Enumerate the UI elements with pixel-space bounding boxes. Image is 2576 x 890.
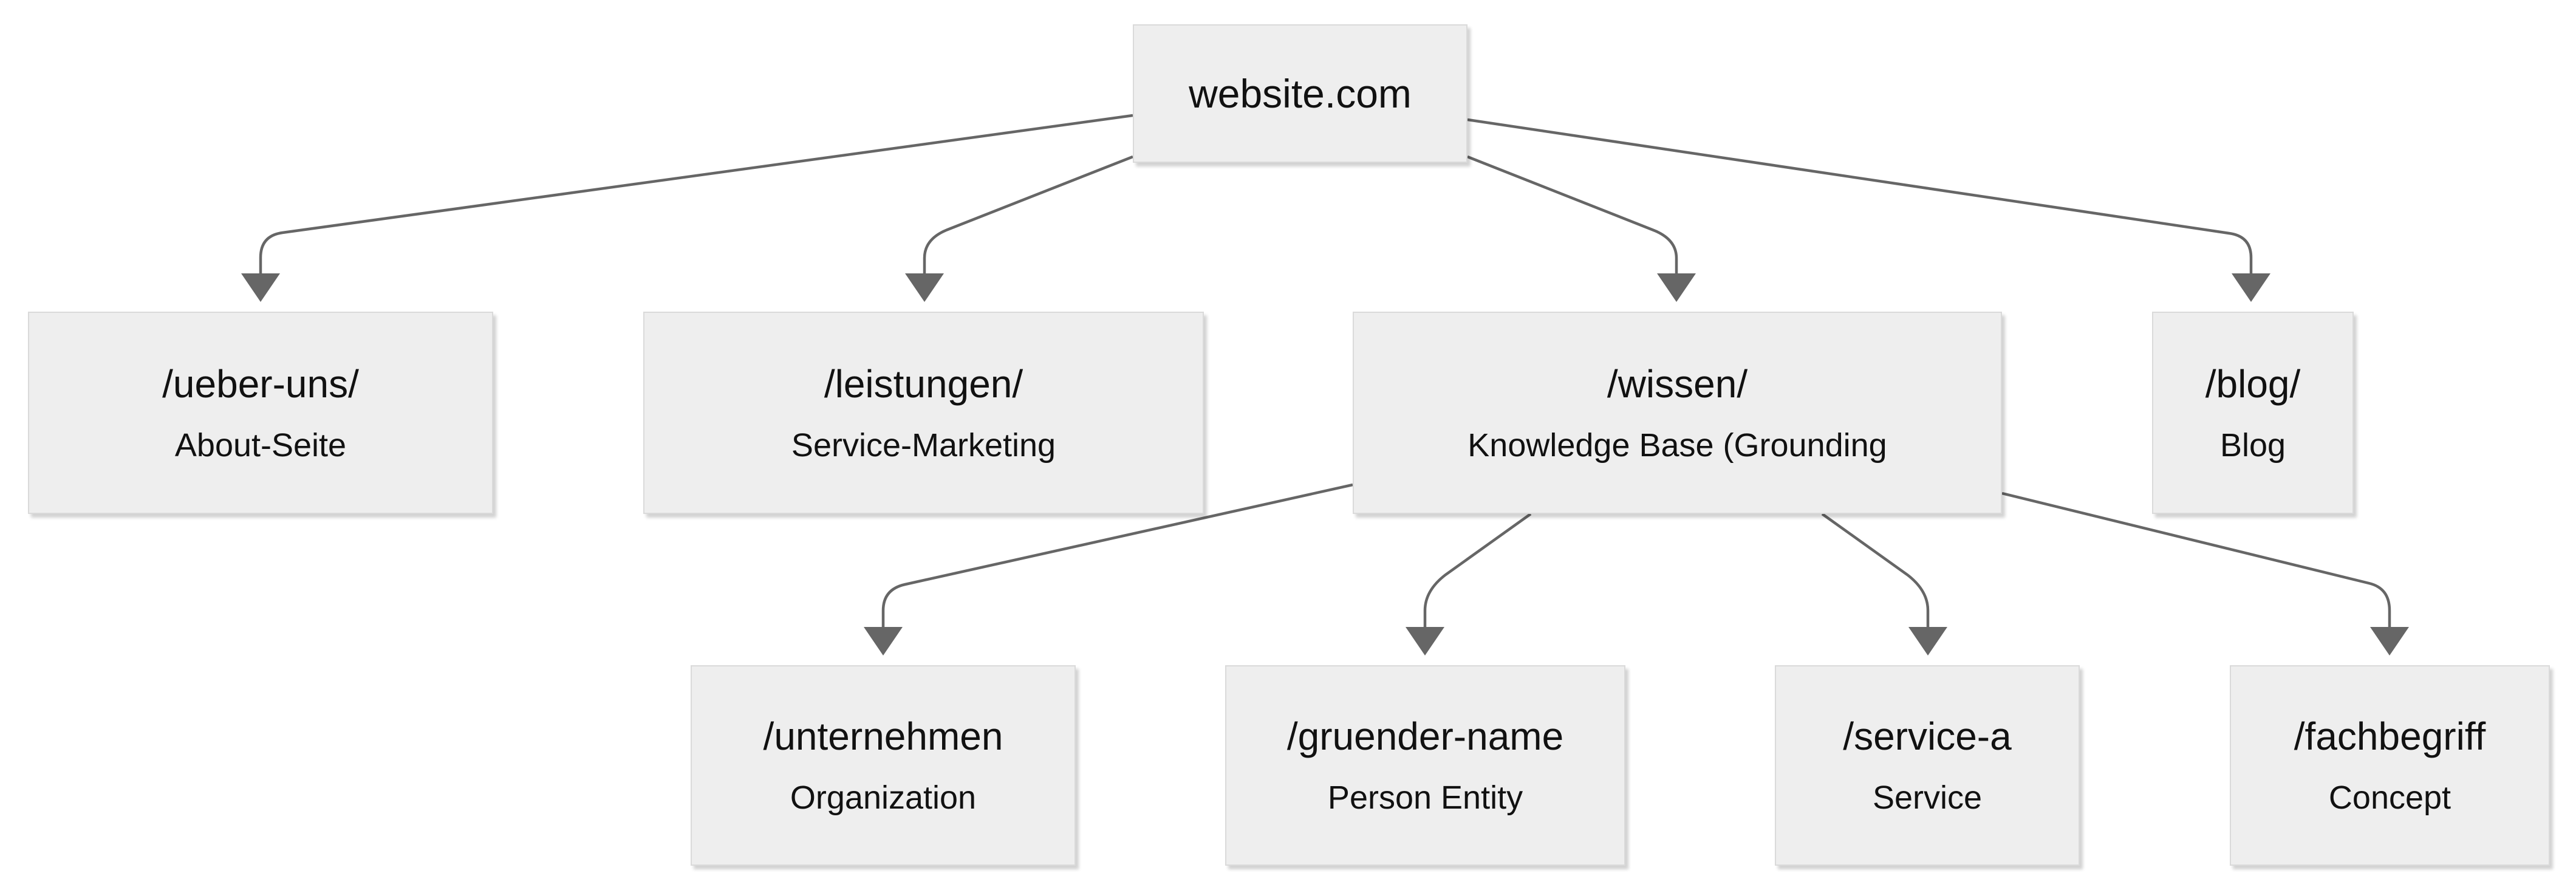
arrowhead-ueber-uns bbox=[241, 273, 280, 302]
node-title: /unternehmen bbox=[763, 714, 1003, 758]
edge-root-to-wissen bbox=[1467, 155, 1678, 273]
node-service-a: /service-a Service bbox=[1775, 665, 2080, 866]
node-subtitle: Organization bbox=[790, 779, 977, 816]
arrowhead-wissen bbox=[1657, 273, 1696, 302]
edge-root-to-leistungen bbox=[923, 155, 1133, 273]
arrowhead-fachbegriff bbox=[2370, 627, 2409, 656]
arrowhead-unternehmen bbox=[864, 627, 903, 656]
node-leistungen: /leistungen/ Service-Marketing bbox=[643, 312, 1204, 514]
edge-wissen-to-fachbegriff bbox=[2001, 491, 2391, 627]
node-unternehmen: /unternehmen Organization bbox=[691, 665, 1076, 866]
node-website-root: website.com bbox=[1133, 24, 1467, 163]
node-blog: /blog/ Blog bbox=[2152, 312, 2354, 514]
node-subtitle: Service-Marketing bbox=[791, 426, 1056, 464]
node-subtitle: Blog bbox=[2219, 426, 2286, 464]
node-ueber-uns: /ueber-uns/ About-Seite bbox=[28, 312, 493, 514]
node-title: /service-a bbox=[1843, 714, 2012, 758]
node-fachbegriff: /fachbegriff Concept bbox=[2230, 665, 2550, 866]
edge-root-to-blog bbox=[1467, 118, 2253, 273]
node-subtitle: About-Seite bbox=[174, 426, 347, 464]
node-title: website.com bbox=[1189, 71, 1412, 116]
node-subtitle: Service bbox=[1872, 779, 1983, 816]
edge-wissen-to-service bbox=[1821, 513, 1930, 627]
edge-root-to-ueber-uns bbox=[259, 114, 1133, 273]
node-gruender-name: /gruender-name Person Entity bbox=[1225, 665, 1625, 866]
node-title: /ueber-uns/ bbox=[162, 361, 359, 406]
node-subtitle: Knowledge Base (Grounding bbox=[1467, 426, 1887, 464]
arrowhead-service bbox=[1908, 627, 1947, 656]
node-wissen: /wissen/ Knowledge Base (Grounding bbox=[1353, 312, 2002, 514]
node-title: /fachbegriff bbox=[2294, 714, 2486, 758]
node-title: /gruender-name bbox=[1286, 714, 1564, 758]
node-title: /leistungen/ bbox=[824, 361, 1023, 406]
edge-wissen-to-unternehmen bbox=[881, 483, 1353, 627]
node-title: /wissen/ bbox=[1607, 361, 1748, 406]
edge-wissen-to-gruender bbox=[1423, 513, 1532, 627]
node-title: /blog/ bbox=[2205, 361, 2301, 406]
arrowhead-blog bbox=[2232, 273, 2270, 302]
node-subtitle: Person Entity bbox=[1327, 779, 1523, 816]
arrowhead-gruender bbox=[1406, 627, 1444, 656]
node-subtitle: Concept bbox=[2328, 779, 2451, 816]
arrowhead-leistungen bbox=[905, 273, 944, 302]
